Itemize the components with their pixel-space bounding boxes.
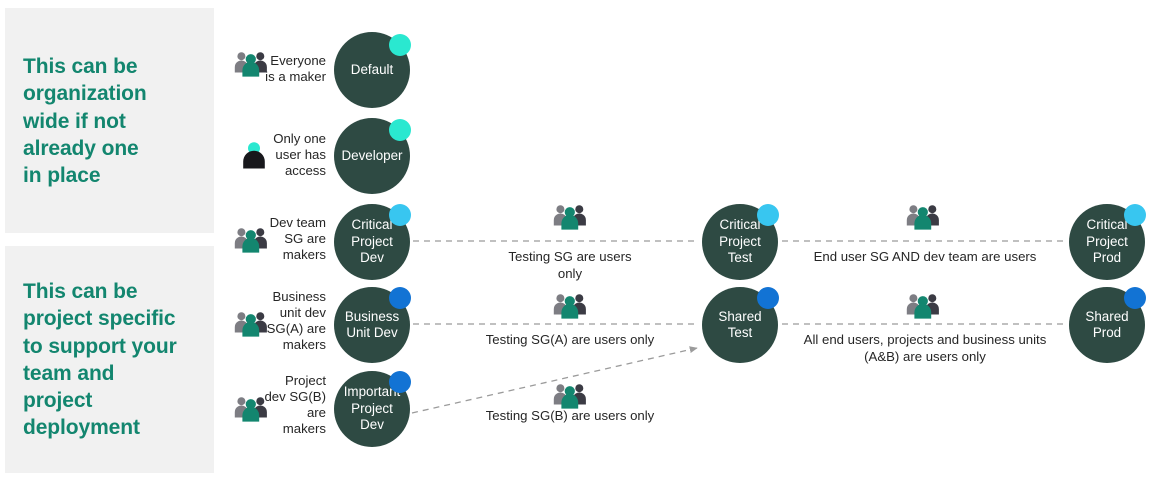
node-shared-test[interactable]: Shared Test xyxy=(702,287,778,363)
connector-label-business-dev-to-shared-test: Testing SG(A) are users only xyxy=(485,332,655,347)
connector-label-shared-test-to-prod: All end users, projects and business uni… xyxy=(803,332,1047,364)
people-group-icon xyxy=(234,228,267,253)
connector-label-important-dev-to-shared-test: Testing SG(B) are users only xyxy=(485,408,655,423)
people-group-icon xyxy=(553,294,586,319)
node-business-unit-dev-title: Business Unit Dev xyxy=(344,308,400,340)
badge-business-unit-dev xyxy=(389,287,411,309)
node-shared-test-title: Shared Test xyxy=(718,308,762,340)
node-shared-prod-title: Shared Prod xyxy=(1085,308,1129,340)
node-critical-project-prod-title: Critical Project Prod xyxy=(1086,217,1128,266)
callout-panel-organization-wide: This can be organization wide if not alr… xyxy=(5,8,214,233)
node-critical-project-test-title: Critical Project Test xyxy=(719,217,761,266)
people-group-icon xyxy=(234,312,267,337)
badge-shared-test xyxy=(757,287,779,309)
node-important-project-dev-title: Important Project Dev xyxy=(343,384,401,433)
row-label-default: Everyone is a maker xyxy=(265,53,326,85)
badge-critical-project-test xyxy=(757,204,779,226)
node-default-title: Default xyxy=(350,61,394,77)
people-group-icon xyxy=(553,384,586,409)
row-label-developer: Only one user has access xyxy=(273,131,326,179)
badge-critical-project-dev xyxy=(389,204,411,226)
connector-important-dev-to-shared-test xyxy=(411,346,698,414)
connector-label-critical-dev-to-test: Testing SG are users only xyxy=(508,249,632,281)
people-group-icon xyxy=(906,294,939,319)
badge-developer xyxy=(389,119,411,141)
row-label-business-unit: Business unit dev SG(A) are makers xyxy=(266,289,326,353)
people-group-icon xyxy=(234,52,267,77)
badge-critical-project-prod xyxy=(1124,204,1146,226)
people-group-icon xyxy=(906,205,939,230)
people-group-icon xyxy=(234,397,267,422)
people-group-icon xyxy=(553,205,586,230)
node-developer-title: Developer xyxy=(341,147,403,163)
callout-panel-project-specific: This can be project specific to support … xyxy=(5,246,214,473)
node-default[interactable]: Default xyxy=(334,32,410,108)
badge-default xyxy=(389,34,411,56)
callout-panel-organization-wide-text: This can be organization wide if not alr… xyxy=(23,55,147,188)
badge-important-project-dev xyxy=(389,371,411,393)
node-developer[interactable]: Developer xyxy=(334,118,410,194)
node-critical-project-dev-title: Critical Project Dev xyxy=(351,217,393,266)
row-label-critical-project: Dev team SG are makers xyxy=(269,215,326,263)
badge-shared-prod xyxy=(1124,287,1146,309)
node-critical-project-dev[interactable]: Critical Project Dev xyxy=(334,204,410,280)
row-label-important-project: Project dev SG(B) are makers xyxy=(264,373,326,437)
connector-label-critical-test-to-prod: End user SG AND dev team are users xyxy=(813,249,1037,264)
callout-panel-project-specific-text: This can be project specific to support … xyxy=(23,280,177,440)
single-user-icon xyxy=(243,142,265,169)
